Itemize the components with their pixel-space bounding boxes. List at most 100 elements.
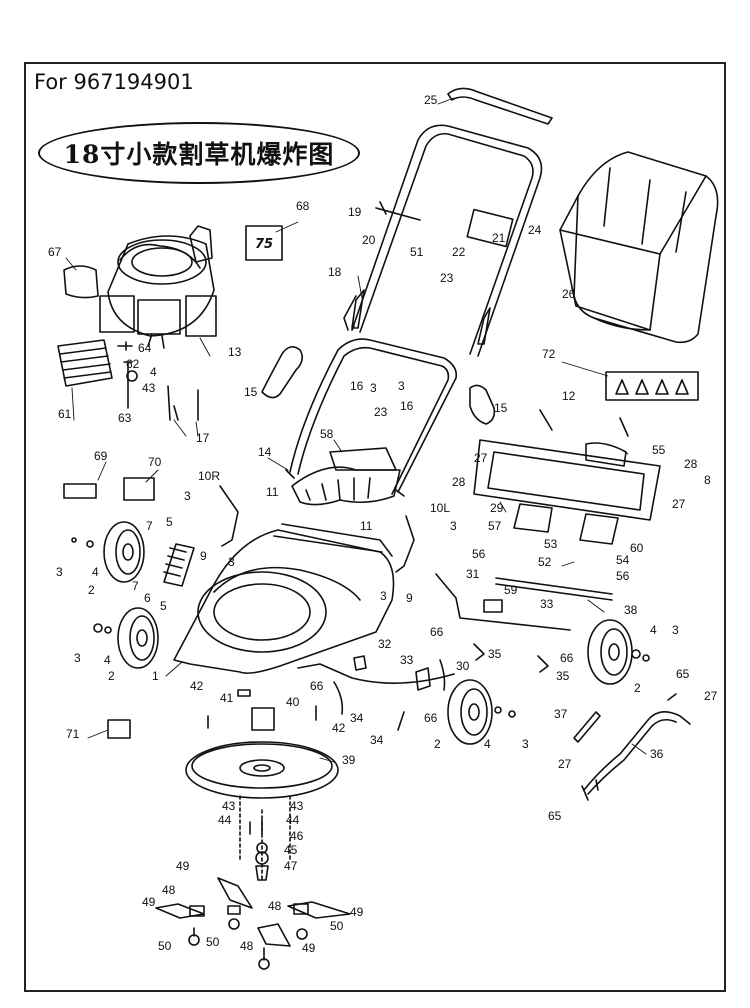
part-callout-69: 69 [94,449,108,463]
bolts-17 [167,385,199,421]
part-callout-7: 7 [132,579,139,593]
part-callout-11: 11 [266,485,279,499]
diagram-title: 18寸小款割草机爆炸图 [63,140,335,169]
part-callout-33: 33 [540,597,554,611]
part-callout-56: 56 [616,569,630,583]
bracket-32 [353,655,367,671]
part-callout-4: 4 [92,565,99,579]
washer-62 [126,370,138,382]
part-callout-66: 66 [424,711,438,725]
part-callout-3: 3 [672,623,679,637]
engine-sticker [245,225,283,261]
part-callout-47: 47 [284,859,298,873]
part-callout-5: 5 [160,599,167,613]
cable-clip-23 [477,307,491,345]
part-callout-64: 64 [138,341,152,355]
part-callout-36: 36 [650,747,664,761]
part-callout-25: 25 [424,93,438,107]
spring-30 [439,659,446,691]
adapter-40 [251,707,275,731]
part-callout-3: 3 [184,489,191,503]
part-callout-50: 50 [330,919,344,933]
bolts-42 [207,705,317,729]
part-69 [63,483,97,499]
bracket-33 [415,667,431,691]
part-callout-43: 43 [290,799,304,813]
part-callout-4: 4 [650,623,657,637]
label-70 [123,477,155,501]
part-callout-16: 16 [400,399,414,413]
part-callout-65: 65 [676,667,690,681]
part-callout-2: 2 [434,737,441,751]
part-callout-27: 27 [704,689,718,703]
blade-49a [217,877,253,909]
part-callout-43: 43 [222,799,236,813]
part-callout-2: 2 [88,583,95,597]
bail-bracket [466,208,514,248]
part-callout-23: 23 [440,271,454,285]
part-callout-2: 2 [108,669,115,683]
part-callout-1: 1 [152,669,159,683]
part-callout-19: 19 [348,205,362,219]
part-callout-61: 61 [58,407,72,421]
part-callout-10R: 10R [198,469,220,483]
bolt-34b [397,711,405,731]
part-callout-3: 3 [450,519,457,533]
washer-4 [86,540,94,548]
springs-12 [539,409,629,437]
part-callout-14: 14 [258,445,272,459]
part-callout-60: 60 [630,541,644,555]
part-callout-44: 44 [286,813,300,827]
upper-handle [343,87,553,357]
warning-sticker-72 [605,371,699,401]
part-callout-35: 35 [488,647,502,661]
part-callout-65: 65 [548,809,562,823]
part-callout-27: 27 [474,451,488,465]
mower-deck-1 [173,523,395,674]
part-callout-34: 34 [370,733,384,747]
handle-36 [583,711,691,791]
brackets-57 [513,503,619,545]
blade-49d [257,923,291,947]
height-adjuster-10R [219,485,239,547]
part-callout-39: 39 [342,753,356,767]
part-callout-26: 26 [562,287,576,301]
part-callout-29: 29 [490,501,504,515]
part-callout-10L: 10L [430,501,450,515]
part-callout-9: 9 [406,591,413,605]
part-callout-3: 3 [522,737,529,751]
engine-assembly [99,225,217,349]
part-callout-2: 2 [634,681,641,695]
bolt-63 [123,361,133,409]
part-callout-22: 22 [452,245,466,259]
rear-axle [435,573,571,631]
part-callout-3: 3 [56,565,63,579]
part-callout-31: 31 [466,567,480,581]
part-callout-59: 59 [504,583,518,597]
part-callout-15: 15 [494,401,508,415]
clip-65 [667,693,677,701]
washer-45 [255,851,269,865]
part-callout-70: 70 [148,455,162,469]
part-callout-20: 20 [362,233,376,247]
washer-46 [256,842,268,854]
height-adjuster-10L [395,515,415,573]
part-callout-50: 50 [158,939,172,953]
part-callout-53: 53 [544,537,558,551]
holder-48b [293,903,309,915]
part-callout-48: 48 [268,899,282,913]
part-callout-68: 68 [296,199,310,213]
part-callout-49: 49 [142,895,156,909]
part-callout-48: 48 [240,939,254,953]
part-callout-58: 58 [320,427,334,441]
holder-48a [189,905,205,917]
part-callout-49: 49 [176,859,190,873]
part-callout-67: 67 [48,245,62,259]
part-callout-51: 51 [410,245,424,259]
part-callout-45: 45 [284,843,298,857]
lower-handle [285,338,458,497]
part-callout-55: 55 [652,443,666,457]
label-71 [107,719,131,739]
part-callout-3: 3 [74,651,81,665]
